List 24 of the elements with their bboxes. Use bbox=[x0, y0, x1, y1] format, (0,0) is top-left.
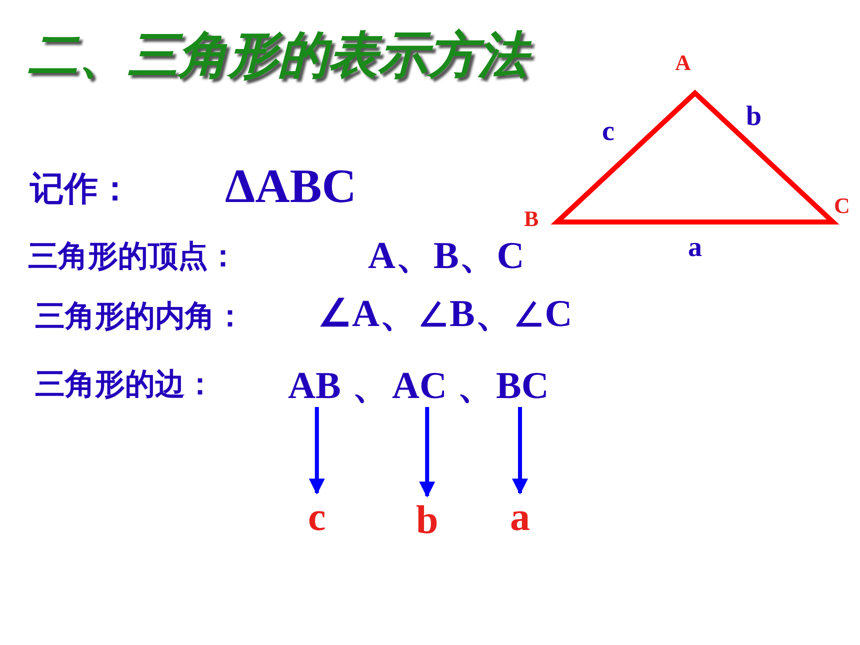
side-label: c bbox=[602, 118, 614, 146]
separator: 、 bbox=[352, 367, 390, 405]
side-letter: b bbox=[416, 500, 438, 540]
angle-list: ∠A、∠B、∠C bbox=[318, 295, 572, 333]
side-letter: c bbox=[308, 497, 326, 537]
triangle-notation: ΔABC bbox=[225, 163, 356, 211]
arrow bbox=[419, 407, 436, 498]
side-name: BC bbox=[496, 367, 549, 405]
vertex-label: B bbox=[524, 208, 539, 230]
arrow bbox=[308, 407, 325, 495]
arrow bbox=[512, 407, 528, 495]
vertex-list: A、B、C bbox=[368, 237, 524, 275]
vertex-label: A bbox=[675, 52, 691, 74]
side-name: AC bbox=[392, 367, 447, 405]
row-label: 三角形的边： bbox=[35, 370, 215, 400]
row-label: 三角形的内角： bbox=[35, 302, 245, 332]
side-label: a bbox=[688, 234, 702, 262]
separator: 、 bbox=[457, 367, 495, 405]
row-label: 记作： bbox=[30, 172, 132, 206]
side-name: AB bbox=[288, 367, 341, 405]
vertex-label: C bbox=[834, 195, 850, 217]
side-label: b bbox=[746, 103, 762, 131]
side-letter: a bbox=[510, 497, 530, 537]
row-label: 三角形的顶点： bbox=[28, 242, 238, 272]
